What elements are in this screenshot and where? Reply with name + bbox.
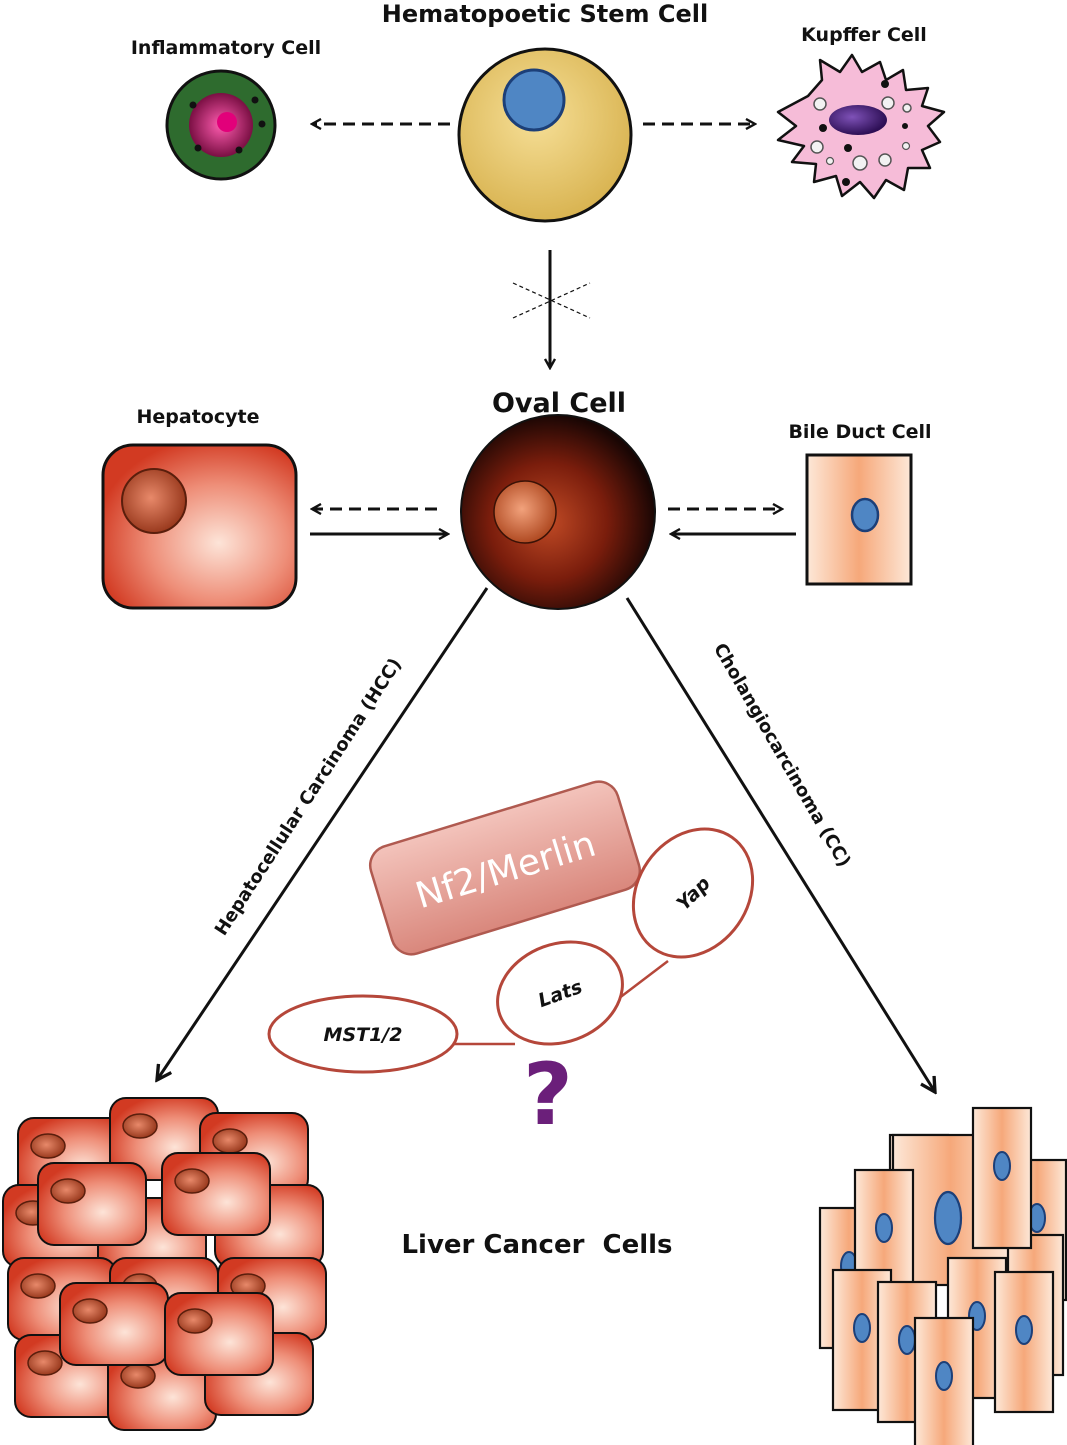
hcc-cell-cluster xyxy=(2,1097,327,1431)
hcc-label: Hepatocellular Carcinoma (HCC) xyxy=(211,655,406,940)
bile-duct-cell xyxy=(805,453,913,586)
hepatocyte-cell xyxy=(101,443,298,610)
kupffer-cell xyxy=(776,53,946,200)
nf2-merlin-box: Nf2/Merlin xyxy=(368,780,642,956)
bile-duct-label: Bile Duct Cell xyxy=(788,421,931,443)
inflammatory-label: Inflammatory Cell xyxy=(131,37,321,59)
hcc-pathway-arrow xyxy=(157,587,489,1080)
cc-pathway-arrow xyxy=(625,597,935,1092)
hematopoietic-stem-cell xyxy=(457,47,633,223)
hepatocyte-label: Hepatocyte xyxy=(137,406,260,428)
oval-label: Oval Cell xyxy=(492,388,626,419)
hsc-label: Hematopoetic Stem Cell xyxy=(382,0,709,28)
oval-cell xyxy=(460,414,656,610)
hsc-to-oval-arrow xyxy=(512,250,591,368)
mst-label: MST1/2 xyxy=(324,1024,403,1046)
yap-node: Yap xyxy=(631,827,755,959)
liver-cancer-label: Liver Cancer Cells xyxy=(401,1230,672,1260)
hippo-connectors xyxy=(453,960,669,1046)
cc-cell-cluster xyxy=(818,1106,1067,1445)
kupffer-label: Kupffer Cell xyxy=(801,24,927,46)
mst-node: MST1/2 xyxy=(267,994,459,1074)
question-mark: ? xyxy=(523,1045,573,1145)
inflammatory-cell xyxy=(165,69,277,181)
lats-node: Lats xyxy=(496,940,624,1046)
